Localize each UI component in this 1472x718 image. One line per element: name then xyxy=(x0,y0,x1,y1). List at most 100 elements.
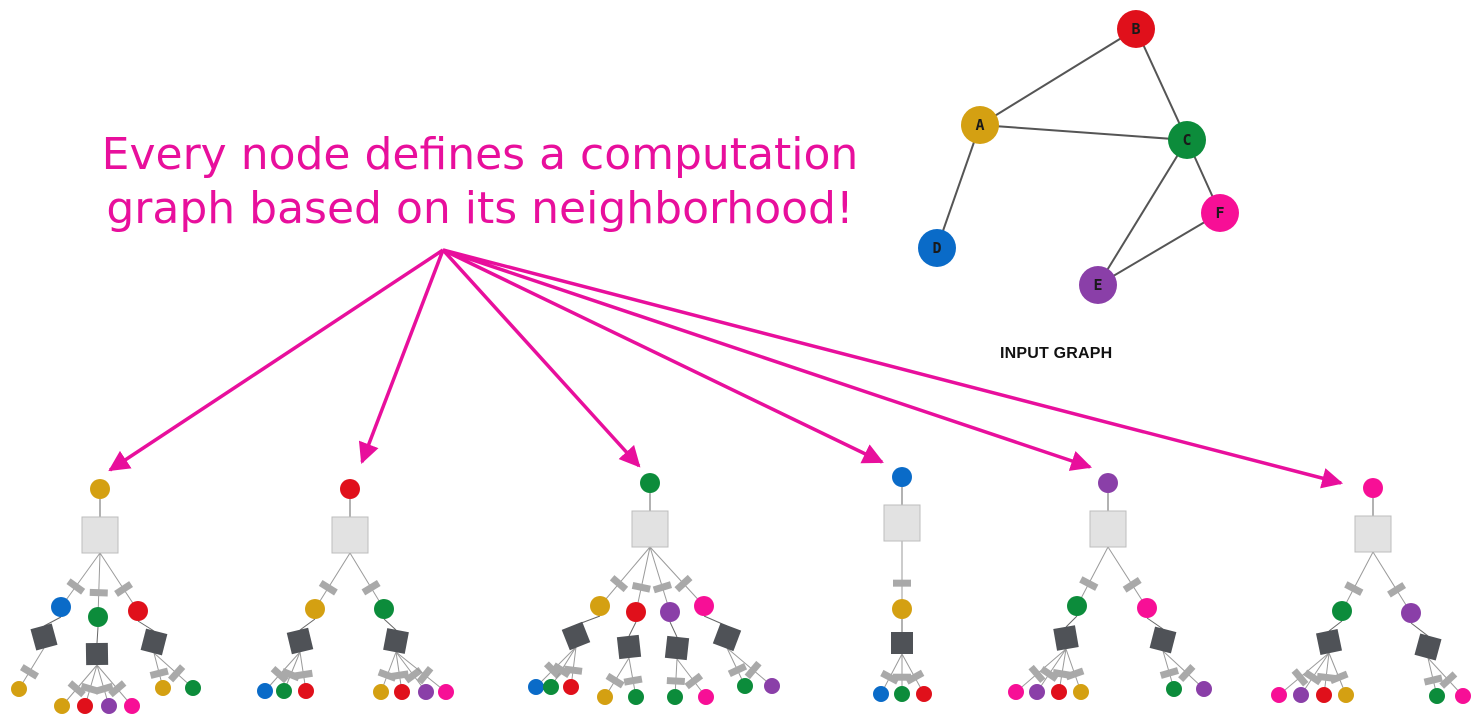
comp-C-leaf-tag-A-C xyxy=(552,662,571,678)
comp-F-root-node xyxy=(1363,478,1383,498)
comp-E-leaf-C-E xyxy=(1029,684,1045,700)
comp-B-leaf-edge-C-F xyxy=(395,651,447,693)
input-edge-B-C xyxy=(1135,28,1188,141)
comp-A-leaf-D-A xyxy=(11,681,27,697)
pointer-arrow-A xyxy=(108,248,444,472)
comp-F-tag-E xyxy=(1387,582,1407,598)
comp-B-node-C xyxy=(374,599,394,619)
headline-line-2: graph based on its neighborhood! xyxy=(106,183,854,234)
comp-A-inner-box-C xyxy=(85,642,109,666)
comp-B-aggregator-box xyxy=(331,516,369,554)
comp-D-leaf-A-D xyxy=(873,686,889,702)
comp-B-leaf-tag-C-B xyxy=(390,670,409,680)
comp-B-edge-A xyxy=(314,552,351,610)
comp-E-node-C xyxy=(1067,596,1087,616)
comp-C-leaf-F-E xyxy=(764,678,780,694)
comp-B-root-node xyxy=(340,479,360,499)
input-node-F xyxy=(1201,194,1239,232)
comp-B-leaf-A-D xyxy=(257,683,273,699)
comp-D-tag-A xyxy=(893,579,911,587)
comp-C-leaf-A-C xyxy=(543,679,559,695)
comp-B-leaf-C-A xyxy=(373,684,389,700)
comp-C-tag-F xyxy=(674,574,693,593)
comp-A-inner-link-B xyxy=(137,620,155,632)
comp-F-aggregator-box xyxy=(1354,515,1392,553)
input-node-A xyxy=(961,106,999,144)
comp-C-edge-B xyxy=(635,546,651,613)
comp-B-edge-C xyxy=(349,552,385,610)
input-node-B xyxy=(1117,10,1155,48)
comp-A-leaf-C-A xyxy=(54,698,70,714)
comp-F-inner-box-E xyxy=(1414,633,1442,661)
comp-A-inner-box-B xyxy=(140,628,168,656)
comp-E-node-F xyxy=(1137,598,1157,618)
comp-C-inner-box-F xyxy=(712,622,742,652)
comp-C-leaf-E-C xyxy=(667,689,683,705)
comp-B-leaf-C-E xyxy=(418,684,434,700)
comp-B-inner-link-A xyxy=(299,618,316,631)
comp-C-inner-link-E xyxy=(669,621,678,638)
comp-A-leaf-edge-C-F xyxy=(96,664,133,707)
comp-C-leaf-tag-E-F xyxy=(684,672,704,690)
comp-C-leaf-tag-E-C xyxy=(666,677,686,686)
comp-C-edge-E xyxy=(649,546,671,613)
input-edge-A-C xyxy=(979,124,1188,141)
pointer-arrow-C xyxy=(441,248,641,468)
comp-D-node-A xyxy=(892,599,912,619)
comp-C-node-A xyxy=(590,596,610,616)
comp-E-leaf-tag-C-F xyxy=(1028,664,1046,684)
comp-A-leaf-tag-B-A xyxy=(149,667,169,679)
comp-C-leaf-B-C xyxy=(628,689,644,705)
pointer-arrow-E xyxy=(442,248,1092,471)
comp-A-tag-C xyxy=(89,588,108,597)
comp-A-leaf-tag-B-C xyxy=(168,664,186,683)
comp-D-leaf-A-B xyxy=(916,686,932,702)
comp-B-leaf-tag-C-F xyxy=(416,665,434,685)
comp-E-leaf-tag-F-E xyxy=(1178,664,1196,683)
comp-B-leaf-C-B xyxy=(394,684,410,700)
comp-F-leaf-tag-C-A xyxy=(1329,670,1349,684)
comp-D-root-node xyxy=(892,467,912,487)
comp-E-tag-F xyxy=(1122,577,1142,593)
comp-A-node-B xyxy=(128,601,148,621)
comp-F-leaf-C-A xyxy=(1338,687,1354,703)
comp-E-inner-box-C xyxy=(1053,625,1079,651)
comp-D-leaf-tag-A-D xyxy=(880,669,900,685)
comp-C-node-E xyxy=(660,602,680,622)
comp-A-leaf-tag-C-E xyxy=(94,682,114,695)
comp-A-leaf-edge-C-A xyxy=(61,664,98,707)
comp-C-node-F xyxy=(694,596,714,616)
comp-C-inner-link-B xyxy=(628,621,637,637)
comp-F-leaf-tag-E-F xyxy=(1439,671,1458,689)
comp-E-leaf-F-C xyxy=(1166,681,1182,697)
comp-B-leaf-tag-A-B xyxy=(294,669,313,680)
input-edge-C-E xyxy=(1097,139,1188,286)
comp-A-leaf-C-F xyxy=(124,698,140,714)
comp-E-inner-box-F xyxy=(1149,626,1177,654)
comp-C-root-node xyxy=(640,473,660,493)
comp-F-inner-box-C xyxy=(1315,628,1343,656)
comp-F-node-E xyxy=(1401,603,1421,623)
comp-A-edge-C xyxy=(97,552,101,618)
comp-C-edge-F xyxy=(649,546,705,607)
comp-C-aggregator-box xyxy=(631,510,669,548)
comp-C-inner-box-E xyxy=(664,635,690,661)
comp-B-leaf-edge-C-E xyxy=(395,651,427,693)
comp-F-tag-C xyxy=(1344,581,1364,596)
comp-F-leaf-E-F xyxy=(1455,688,1471,704)
comp-A-edge-B xyxy=(99,552,139,612)
comp-A-inner-link-C xyxy=(96,626,99,644)
comp-A-leaf-tag-D-A xyxy=(19,664,40,680)
comp-F-leaf-C-E xyxy=(1293,687,1309,703)
comp-F-leaf-edge-E-F xyxy=(1427,657,1464,697)
comp-A-leaf-edge-D-A xyxy=(18,647,45,690)
comp-A-leaf-tag-C-A xyxy=(67,680,86,698)
comp-F-node-C xyxy=(1332,601,1352,621)
comp-B-leaf-A-B xyxy=(298,683,314,699)
input-node-label-A: A xyxy=(975,116,984,134)
comp-C-leaf-tag-F-E xyxy=(744,660,762,680)
comp-E-edge-C xyxy=(1076,546,1109,607)
comp-D-aggregator-box xyxy=(883,504,921,542)
comp-C-leaf-A-D xyxy=(528,679,544,695)
